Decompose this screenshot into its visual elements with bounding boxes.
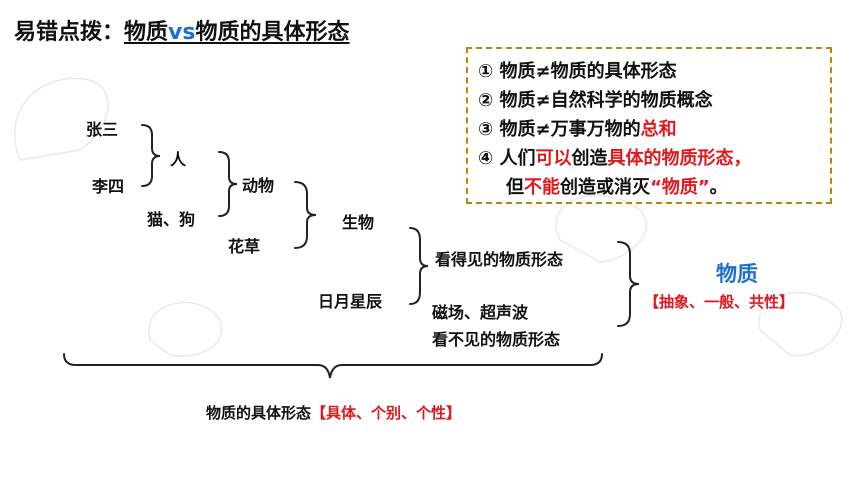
key-points-box: ① 物质≠物质的具体形态 ② 物质≠自然科学的物质概念 ③ 物质≠万事万物的总和… [466,47,832,204]
brace-bottom [63,353,603,379]
label-maogou: 猫、狗 [147,210,196,229]
label-dongwu: 动物 [242,176,275,195]
matter-label: 物质 [716,262,758,286]
title-vs: vs [168,20,196,45]
label-zhangsan: 张三 [86,120,119,139]
title-main: 物质vs物质的具体形态 [124,20,350,45]
label-huacao: 花草 [228,237,261,256]
bottom-caption: 物质的具体形态【具体、个别、个性】 [206,402,461,423]
label-ren: 人 [170,150,187,169]
label-lisi: 李四 [92,177,125,196]
brace-dongwu [218,151,238,217]
label-visible-forms: 看得见的物质形态 [435,250,564,269]
title-prefix: 易错点拨： [14,20,125,45]
key-point-4-continued: 但不能创造或消灭“物质”。 [506,177,728,198]
brace-shengwu [294,181,317,249]
brace-matter-forms [409,227,429,305]
label-shengwu: 生物 [342,213,375,232]
key-point-2: ② 物质≠自然科学的物质概念 [478,90,713,111]
label-riyuexingchen: 日月星辰 [318,292,383,311]
brace-matter [617,241,640,327]
matter-attributes: 【抽象、一般、共性】 [644,293,795,311]
page-title: 易错点拨：物质vs物质的具体形态 [14,14,349,46]
key-point-3: ③ 物质≠万事万物的总和 [478,119,677,140]
key-point-4: ④ 人们可以创造具体的物质形态， [478,148,752,169]
label-invisible-forms: 看不见的物质形态 [432,330,561,349]
brace-ren [141,124,161,187]
bottom-attributes: 【具体、个别、个性】 [311,404,462,422]
bottom-label: 物质的具体形态 [206,404,312,422]
label-cichang: 磁场、超声波 [432,303,529,322]
key-point-1: ① 物质≠物质的具体形态 [478,61,677,82]
